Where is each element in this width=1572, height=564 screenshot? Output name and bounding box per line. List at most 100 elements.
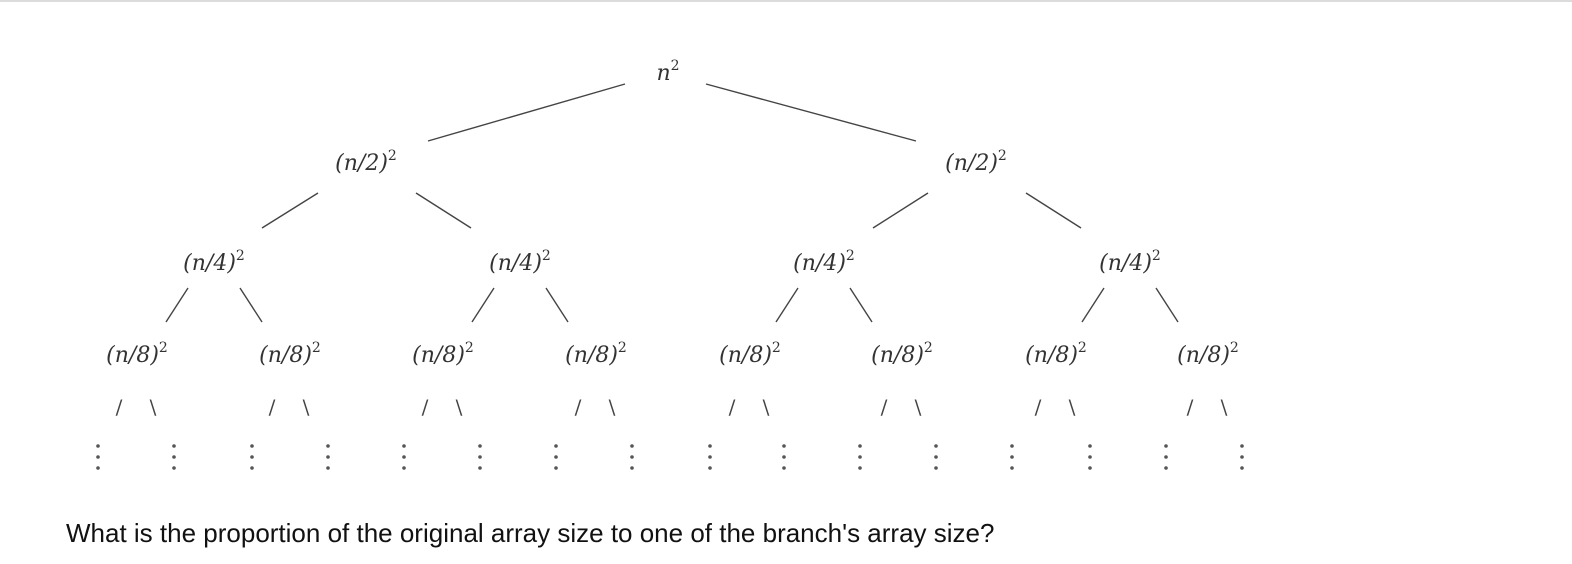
node-l3-2-exponent: 2 <box>465 340 474 356</box>
node-l2-1-exponent: 2 <box>542 248 551 264</box>
continuation-dots-10 <box>858 444 862 470</box>
dot <box>782 455 786 459</box>
node-l3-7-exponent: 2 <box>1230 340 1239 356</box>
node-root-base: n <box>656 61 670 86</box>
node-l2-1: (n/4)2 <box>489 248 551 276</box>
node-l2-0: (n/4)2 <box>183 248 245 276</box>
dot <box>1010 455 1014 459</box>
tree-continuation-dots <box>96 444 1244 470</box>
dot <box>1164 466 1168 470</box>
tree-branch-marks: /\/\/\/\/\/\/\/\ <box>116 395 1228 419</box>
branch-mark-left-0: / <box>116 395 123 419</box>
branch-mark-left-4: / <box>729 395 736 419</box>
dot <box>402 444 406 448</box>
edge-l2-3-right <box>1155 287 1179 323</box>
node-l2-2-exponent: 2 <box>846 248 855 264</box>
continuation-dots-0 <box>96 444 100 470</box>
node-l3-1: (n/8)2 <box>259 340 321 368</box>
continuation-dots-14 <box>1164 444 1168 470</box>
node-l2-0-exponent: 2 <box>236 248 245 264</box>
branch-mark-right-4: \ <box>763 395 770 419</box>
node-l3-7: (n/8)2 <box>1177 340 1239 368</box>
dot <box>250 444 254 448</box>
edge-l2-1-left <box>471 287 495 323</box>
node-l3-5-exponent: 2 <box>924 340 933 356</box>
edge-root-left <box>427 83 626 142</box>
dot <box>934 455 938 459</box>
edge-l2-0-right <box>239 287 263 323</box>
dot <box>630 444 634 448</box>
dot <box>1240 466 1244 470</box>
continuation-dots-13 <box>1088 444 1092 470</box>
branch-mark-left-5: / <box>881 395 888 419</box>
recursion-tree: n2(n/2)2(n/2)2(n/4)2(n/4)2(n/4)2(n/4)2(n… <box>96 58 1244 470</box>
continuation-dots-5 <box>478 444 482 470</box>
node-l3-6: (n/8)2 <box>1025 340 1087 368</box>
node-l2-3-base: (n/4) <box>1099 251 1152 276</box>
dot <box>478 455 482 459</box>
dot <box>96 455 100 459</box>
dot <box>172 466 176 470</box>
dot <box>402 466 406 470</box>
node-l3-3-base: (n/8) <box>565 343 618 368</box>
dot <box>478 444 482 448</box>
node-l3-4-base: (n/8) <box>719 343 772 368</box>
dot <box>402 455 406 459</box>
node-l3-4-exponent: 2 <box>772 340 781 356</box>
edge-l2-0-left <box>165 287 189 323</box>
continuation-dots-6 <box>554 444 558 470</box>
continuation-dots-3 <box>326 444 330 470</box>
dot <box>326 455 330 459</box>
node-l3-5: (n/8)2 <box>871 340 933 368</box>
dot <box>1240 444 1244 448</box>
edge-l1-0-right <box>415 192 472 229</box>
branch-mark-right-0: \ <box>150 395 157 419</box>
edge-l1-0-left <box>261 192 319 229</box>
branch-mark-left-3: / <box>575 395 582 419</box>
dot <box>1240 455 1244 459</box>
tree-nodes: n2(n/2)2(n/2)2(n/4)2(n/4)2(n/4)2(n/4)2(n… <box>106 58 1239 368</box>
continuation-dots-1 <box>172 444 176 470</box>
branch-mark-right-5: \ <box>915 395 922 419</box>
dot <box>326 466 330 470</box>
continuation-dots-11 <box>934 444 938 470</box>
branch-mark-right-1: \ <box>303 395 310 419</box>
dot <box>96 444 100 448</box>
dot <box>934 444 938 448</box>
branch-mark-right-6: \ <box>1069 395 1076 419</box>
dot <box>708 455 712 459</box>
node-l1-1-exponent: 2 <box>998 148 1007 164</box>
node-l2-2-base: (n/4) <box>793 251 846 276</box>
dot <box>172 444 176 448</box>
question-text: What is the proportion of the original a… <box>66 518 995 548</box>
dot <box>708 466 712 470</box>
continuation-dots-15 <box>1240 444 1244 470</box>
continuation-dots-8 <box>708 444 712 470</box>
node-l3-6-base: (n/8) <box>1025 343 1078 368</box>
node-root-exponent: 2 <box>671 58 680 74</box>
tree-edges <box>165 83 1179 323</box>
dot <box>782 466 786 470</box>
dot <box>554 466 558 470</box>
dot <box>1088 455 1092 459</box>
continuation-dots-4 <box>402 444 406 470</box>
branch-mark-left-1: / <box>269 395 276 419</box>
node-l3-0-exponent: 2 <box>159 340 168 356</box>
node-l3-3: (n/8)2 <box>565 340 627 368</box>
node-l2-3: (n/4)2 <box>1099 248 1161 276</box>
edge-l2-2-right <box>849 287 873 323</box>
dot <box>708 444 712 448</box>
branch-mark-right-3: \ <box>609 395 616 419</box>
edge-l1-1-right <box>1025 192 1082 229</box>
node-l2-0-base: (n/4) <box>183 251 236 276</box>
node-l3-3-exponent: 2 <box>618 340 627 356</box>
edge-l2-3-left <box>1081 287 1105 323</box>
dot <box>934 466 938 470</box>
dot <box>858 444 862 448</box>
edge-l1-1-left <box>872 192 929 229</box>
node-l1-0: (n/2)2 <box>335 148 397 176</box>
node-l1-0-exponent: 2 <box>388 148 397 164</box>
dot <box>782 444 786 448</box>
node-l2-3-exponent: 2 <box>1152 248 1161 264</box>
node-l1-1: (n/2)2 <box>945 148 1007 176</box>
